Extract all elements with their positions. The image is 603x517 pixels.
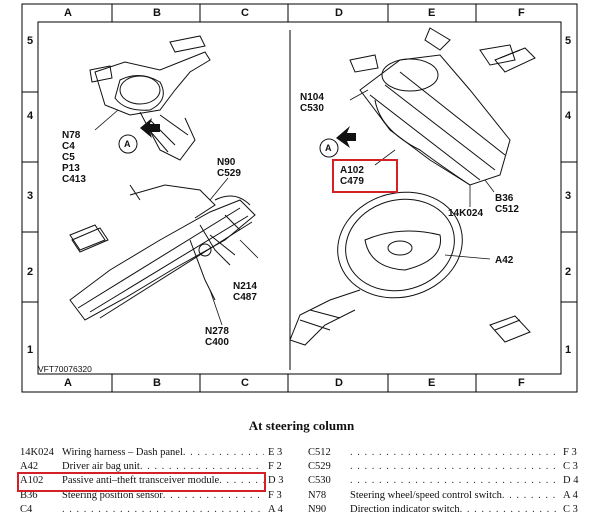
callout-14k024: 14K024 — [448, 208, 484, 219]
legend-leader-dots: . . . . . . . . . . . . . . . . . . . . … — [162, 489, 264, 501]
legend-row: C512 . . . . . . . . . . . . . . . . . .… — [308, 446, 578, 459]
col-letter-c-bottom: C — [241, 377, 249, 389]
legend-leader-dots: . . . . . . . . . . . . . . . . . . . . … — [501, 489, 559, 501]
legend-grid-location: C 3 — [563, 461, 578, 473]
legend-description: Wiring harness – Dash panel — [62, 447, 183, 458]
legend-row: N78 Steering wheel/speed control switch .… — [308, 489, 578, 502]
orientation-car-icon-ll — [71, 227, 109, 253]
legend-description: Driver air bag unit — [62, 461, 140, 473]
callout-n104-group: N104 C530 — [300, 92, 324, 114]
legend-description: Passive anti–theft transceiver module — [62, 475, 220, 487]
legend-leader-dots: . . . . . . . . . . . . . . . . . . . . … — [182, 447, 264, 458]
highlight-box-a102-legend — [17, 472, 266, 492]
legend-description: Steering position sensor — [62, 489, 163, 501]
row-number-1-left: 1 — [27, 344, 34, 356]
legend-description: Direction indicator switch — [350, 503, 460, 515]
section-heading: At steering column — [248, 418, 355, 433]
legend-leader-dots: . . . . . . . . . . . . . . . . . . . . … — [350, 475, 559, 487]
legend-code: C530 — [308, 475, 331, 487]
row-number-5-right: 5 — [565, 35, 572, 47]
grid-ticks — [22, 4, 577, 392]
view-arrow-left — [140, 118, 160, 138]
legend-row: 14K024 Wiring harness – Dash panel . . . … — [20, 446, 285, 459]
row-number-1-right: 1 — [565, 344, 572, 356]
legend-grid-location: D 3 — [268, 475, 284, 487]
orientation-car-icon-tl — [494, 47, 536, 73]
col-letter-b-top: B — [153, 7, 161, 19]
column-switch-assembly-drawing — [89, 35, 211, 161]
steering-column-drawing-left — [69, 184, 256, 321]
legend-grid-location: C 3 — [563, 503, 578, 515]
legend-grid-location: A 4 — [268, 503, 283, 515]
callout-n78-group: N78 C4 C5 P13 C413 — [62, 130, 86, 185]
legend-row: A42 Driver air bag unit . . . . . . . . .… — [20, 460, 285, 473]
legend-code: C4 — [20, 503, 33, 515]
legend-row: N90 Direction indicator switch . . . . . … — [308, 503, 578, 516]
view-a-circle-left — [118, 134, 138, 154]
callout-n90-group: N90 C529 — [217, 157, 241, 179]
row-number-5-left: 5 — [27, 35, 34, 47]
col-letter-e-bottom: E — [428, 377, 436, 389]
col-letter-a-bottom: A — [64, 377, 72, 389]
legend-code: A42 — [20, 461, 39, 473]
callout-n278-group: N278 C400 — [205, 326, 229, 348]
legend-row: B36 Steering position sensor . . . . . . … — [20, 489, 285, 502]
col-letter-a-top: A — [64, 7, 72, 19]
col-letter-c-top: C — [241, 7, 249, 19]
legend-grid-location: F 3 — [268, 489, 282, 501]
col-letter-e-top: E — [428, 7, 436, 19]
legend-code: N90 — [308, 503, 327, 515]
row-number-4-right: 4 — [565, 110, 572, 122]
steering-wheel-drawing — [289, 191, 463, 346]
highlight-box-a102-callout — [332, 159, 398, 193]
legend-code: A102 — [20, 475, 44, 487]
col-letter-b-bottom: B — [153, 377, 161, 389]
legend-leader-dots: . . . . . . . . . . . . . . . . . . . . … — [219, 475, 264, 487]
col-letter-f-bottom: F — [518, 377, 525, 389]
legend-grid-location: F 2 — [268, 461, 282, 473]
legend-code: B36 — [20, 489, 38, 501]
steering-column-drawing-right — [349, 27, 516, 186]
callout-a42: A42 — [495, 255, 514, 266]
col-letter-d-top: D — [335, 7, 343, 19]
legend-grid-location: A 4 — [563, 489, 578, 501]
row-number-3-right: 3 — [565, 190, 572, 202]
steering-column-diagram — [21, 3, 578, 393]
view-arrow-right — [336, 126, 356, 148]
legend-code: 14K024 — [20, 447, 54, 458]
legend-leader-dots: . . . . . . . . . . . . . . . . . . . . … — [350, 447, 559, 458]
row-number-2-right: 2 — [565, 266, 572, 278]
orientation-car-icon-lr — [489, 315, 531, 343]
legend-row: A102 Passive anti–theft transceiver modul… — [20, 474, 285, 487]
legend-leader-dots: . . . . . . . . . . . . . . . . . . . . … — [350, 461, 559, 473]
view-a-label-left: A — [124, 139, 131, 149]
row-number-2-left: 2 — [27, 266, 34, 278]
legend-grid-location: F 3 — [563, 447, 577, 458]
legend-row: C530 . . . . . . . . . . . . . . . . . .… — [308, 474, 578, 487]
callout-a102-group: A102 C479 — [340, 165, 364, 187]
legend-grid-location: D 4 — [563, 475, 579, 487]
legend-grid-location: E 3 — [268, 447, 283, 458]
callout-b36-group: B36 C512 — [495, 193, 519, 215]
legend-description: Steering wheel/speed control switch — [350, 489, 502, 501]
col-letter-f-top: F — [518, 7, 525, 19]
row-number-4-left: 4 — [27, 110, 34, 122]
figure-id: VFT70076320 — [38, 364, 92, 374]
legend-leader-dots: . . . . . . . . . . . . . . . . . . . . … — [459, 503, 559, 515]
legend-leader-dots: . . . . . . . . . . . . . . . . . . . . … — [62, 503, 264, 515]
view-a-label-right: A — [325, 143, 332, 153]
legend-row: C4 . . . . . . . . . . . . . . . . . . .… — [20, 503, 285, 516]
legend-code: C529 — [308, 461, 331, 473]
col-letter-d-bottom: D — [335, 377, 343, 389]
legend-code: C512 — [308, 447, 331, 458]
row-number-3-left: 3 — [27, 190, 34, 202]
leader-lines — [94, 89, 495, 326]
diagram-inner-frame — [37, 21, 562, 375]
legend-code: N78 — [308, 489, 327, 501]
legend-row: C529 . . . . . . . . . . . . . . . . . .… — [308, 460, 578, 473]
view-a-circle-right — [319, 138, 339, 158]
callout-n214-group: N214 C487 — [233, 281, 257, 303]
legend-leader-dots: . . . . . . . . . . . . . . . . . . . . … — [139, 461, 264, 473]
diagram-outer-frame — [21, 3, 578, 393]
